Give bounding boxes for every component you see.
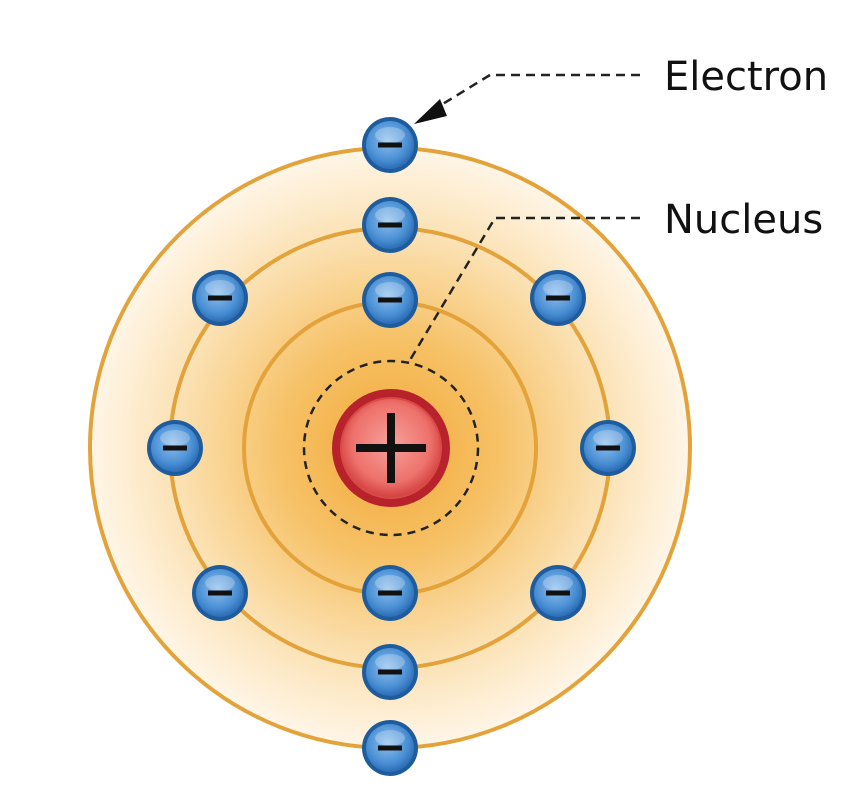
electron-leader — [414, 73, 640, 124]
minus-icon — [378, 142, 402, 148]
minus-icon — [163, 445, 187, 451]
electron — [362, 117, 418, 173]
minus-icon — [546, 295, 570, 301]
minus-icon — [378, 669, 402, 675]
minus-icon — [378, 297, 402, 303]
electron — [362, 565, 418, 621]
electron — [530, 565, 586, 621]
minus-icon — [546, 590, 570, 596]
minus-icon — [378, 590, 402, 596]
electron — [362, 197, 418, 253]
nucleus-boundary — [302, 359, 480, 537]
minus-icon — [208, 295, 232, 301]
electron — [580, 420, 636, 476]
minus-icon — [208, 590, 232, 596]
nucleus — [332, 389, 450, 507]
electron — [147, 420, 203, 476]
nucleus-label: Nucleus — [664, 197, 823, 243]
minus-icon — [378, 745, 402, 751]
electron — [362, 272, 418, 328]
electrons — [147, 117, 636, 776]
minus-icon — [378, 222, 402, 228]
electron — [192, 270, 248, 326]
electron — [362, 644, 418, 700]
nucleus-leader — [408, 216, 640, 361]
minus-icon — [596, 445, 620, 451]
arrow-head-icon — [414, 99, 447, 124]
electron-label: Electron — [664, 54, 828, 100]
electron — [192, 565, 248, 621]
electron — [530, 270, 586, 326]
plus-icon — [356, 413, 426, 483]
electron — [362, 720, 418, 776]
